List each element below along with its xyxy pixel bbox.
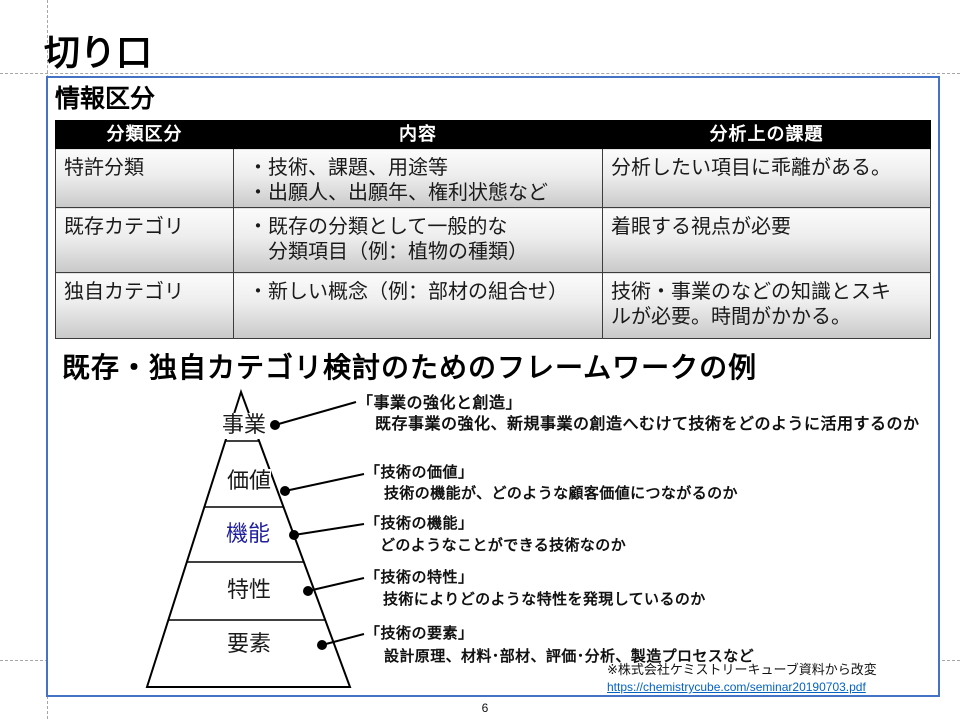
level-title-property: 「技術の特性」 bbox=[365, 568, 474, 586]
table-row: 独自カテゴリ ・新しい概念（例：部材の組合せ） 技術・事業のなどの知識とスキ ル… bbox=[55, 272, 931, 339]
connector-line-function bbox=[293, 523, 365, 536]
content-line: ・技術、課題、用途等 bbox=[248, 155, 448, 179]
connector-dot-function bbox=[289, 530, 299, 540]
connector-line-property bbox=[307, 577, 365, 592]
issue-cell: 技術・事業のなどの知識とスキ ルが必要。時間がかかる。 bbox=[602, 272, 931, 339]
column-header-category: 分類区分 bbox=[55, 120, 234, 149]
connector-line-business bbox=[274, 401, 357, 426]
pyramid-label-function: 機能 bbox=[226, 522, 271, 548]
category-cell: 独自カテゴリ bbox=[55, 272, 234, 339]
content-cell: ・新しい概念（例：部材の組合せ） bbox=[233, 272, 603, 339]
pyramid-label-element: 要素 bbox=[227, 632, 272, 658]
column-header-issue: 分析上の課題 bbox=[602, 120, 931, 149]
table-row: 既存カテゴリ ・既存の分類として一般的な 分類項目（例：植物の種類） 着眼する視… bbox=[55, 207, 931, 273]
page-number: 6 bbox=[481, 701, 489, 715]
issue-line: 技術・事業のなどの知識とスキ bbox=[611, 279, 891, 303]
issue-cell: 着眼する視点が必要 bbox=[602, 207, 931, 273]
category-cell: 既存カテゴリ bbox=[55, 207, 234, 273]
framework-heading: 既存・独自カテゴリ検討のためのフレームワークの例 bbox=[62, 351, 758, 384]
content-cell: ・既存の分類として一般的な 分類項目（例：植物の種類） bbox=[233, 207, 603, 273]
horizontal-guide-line-top bbox=[0, 73, 960, 74]
pyramid-label-business: 事業 bbox=[222, 413, 267, 439]
content-line: ・新しい概念（例：部材の組合せ） bbox=[248, 279, 568, 303]
content-line: 分類項目（例：植物の種類） bbox=[268, 239, 528, 263]
category-text: 既存カテゴリ bbox=[64, 214, 184, 238]
column-header-content: 内容 bbox=[233, 120, 603, 149]
content-cell: ・技術、課題、用途等 ・出願人、出願年、権利状態など bbox=[233, 148, 603, 208]
level-description-value: 技術の機能が、どのような顧客価値につながるのか bbox=[384, 484, 738, 502]
category-cell: 特許分類 bbox=[55, 148, 234, 208]
pyramid-label-property: 特性 bbox=[227, 578, 272, 604]
level-title-business: 「事業の強化と創造」 bbox=[357, 393, 523, 412]
connector-dot-business bbox=[270, 420, 280, 430]
table-row: 特許分類 ・技術、課題、用途等 ・出願人、出願年、権利状態など 分析したい項目に… bbox=[55, 148, 931, 208]
connector-line-value bbox=[284, 473, 365, 492]
content-line: ・出願人、出願年、権利状態など bbox=[248, 180, 548, 204]
category-text: 特許分類 bbox=[64, 155, 144, 179]
level-title-function: 「技術の機能」 bbox=[365, 514, 474, 532]
source-note: ※株式会社ケミストリーキューブ資料から改変 bbox=[607, 663, 877, 678]
level-title-element: 「技術の要素」 bbox=[365, 624, 474, 642]
level-description-element: 設計原理、材料･部材、評価･分析、製造プロセスなど bbox=[384, 647, 755, 665]
connector-dot-value bbox=[280, 486, 290, 496]
category-text: 独自カテゴリ bbox=[64, 279, 184, 303]
info-section-heading: 情報区分 bbox=[55, 84, 156, 113]
classification-table: 分類区分 内容 分析上の課題 特許分類 ・技術、課題、用途等 ・出願人、出願年、… bbox=[55, 120, 931, 339]
level-title-value: 「技術の価値」 bbox=[365, 463, 474, 481]
connector-dot-element bbox=[317, 640, 327, 650]
issue-line: 着眼する視点が必要 bbox=[611, 214, 791, 238]
pyramid-label-value: 価値 bbox=[227, 469, 272, 495]
connector-line-element bbox=[321, 633, 365, 646]
issue-line: ルが必要。時間がかかる。 bbox=[611, 304, 851, 328]
slide-title: 切り口 bbox=[44, 33, 153, 74]
source-link[interactable]: https://chemistrycube.com/seminar2019070… bbox=[607, 680, 866, 694]
content-line: ・既存の分類として一般的な bbox=[248, 214, 508, 238]
table-header-row: 分類区分 内容 分析上の課題 bbox=[55, 120, 931, 149]
connector-dot-property bbox=[303, 586, 313, 596]
issue-line: 分析したい項目に乖離がある。 bbox=[611, 155, 891, 179]
level-description-property: 技術によりどのような特性を発現しているのか bbox=[383, 590, 706, 608]
issue-cell: 分析したい項目に乖離がある。 bbox=[602, 148, 931, 208]
level-description-business: 既存事業の強化、新規事業の創造へむけて技術をどのように活用するのか bbox=[375, 414, 920, 433]
level-description-function: どのようなことができる技術なのか bbox=[380, 536, 627, 554]
